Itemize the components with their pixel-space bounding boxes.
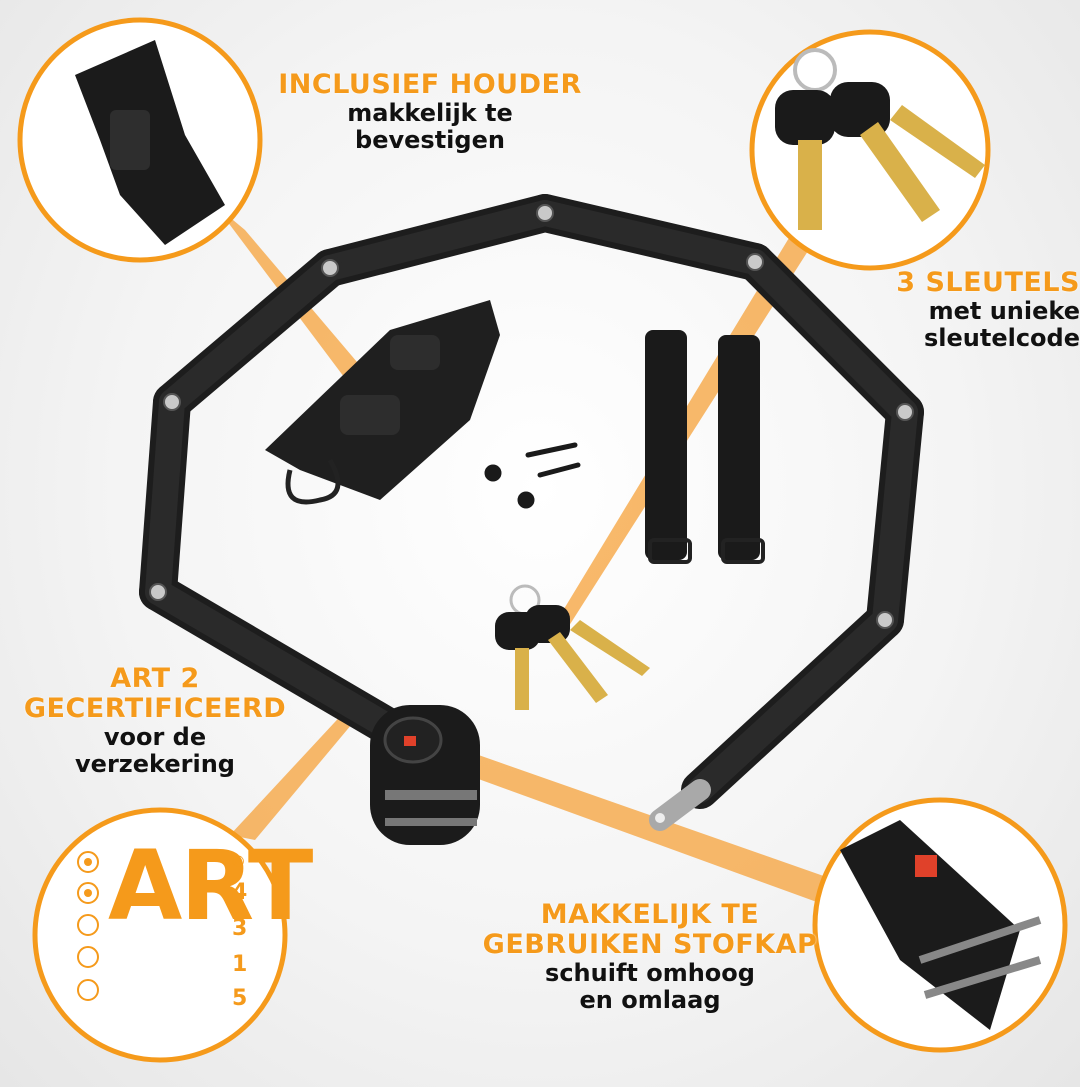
inset-holder (17, 17, 263, 263)
callout-keys-line1: met unieke (928, 297, 1080, 326)
art-logo-digit: 5 (232, 986, 248, 1011)
callout-dustcap-title1: MAKKELIJK TE (540, 899, 760, 930)
callout-art-line1: voor de (103, 723, 207, 752)
art-logo-letters: ART (108, 830, 313, 942)
callout-dustcap-line1: schuift omhoog (545, 959, 755, 988)
art-logo-digit: 3 (232, 916, 248, 941)
art-logo-digit: 1 (232, 952, 248, 977)
callout-dustcap-title2: GEBRUIKEN STOFKAP (482, 929, 818, 961)
callout-keys: 3 SLEUTELS met unieke sleutelcode (860, 267, 1080, 353)
velcro-straps (645, 330, 765, 564)
art-logo-digit: 4 (232, 880, 248, 905)
callout-holder-line2: bevestigen (355, 126, 505, 155)
art-beam (230, 695, 372, 840)
dustcap-beam (440, 745, 835, 905)
callout-keys-line2: sleutelcode (923, 324, 1080, 353)
mount-holder (265, 300, 500, 505)
callout-dustcap: MAKKELIJK TE GEBRUIKEN STOFKAP schuift o… (470, 899, 830, 1015)
inset-art-logo (32, 807, 288, 1063)
keys (495, 584, 650, 710)
callout-keys-title: 3 SLEUTELS (896, 267, 1080, 298)
art-logo-registered: ® (230, 852, 246, 871)
folding-lock (139, 194, 924, 845)
inset-lock (812, 797, 1068, 1053)
inset-keys (749, 29, 991, 271)
screws (484, 442, 581, 509)
callout-art-title1: ART 2 (110, 663, 200, 694)
callout-holder-title: INCLUSIEF HOUDER (278, 69, 582, 100)
callout-art-line2: verzekering (75, 750, 235, 779)
callout-dustcap-line2: en omlaag (579, 986, 721, 1015)
callout-holder: INCLUSIEF HOUDER makkelijk te bevestigen (270, 69, 590, 155)
callout-holder-line1: makkelijk te (347, 99, 513, 128)
callout-art: ART 2 GECERTIFICEERD voor de verzekering (20, 663, 290, 779)
callout-art-title2: GECERTIFICEERD (23, 693, 287, 725)
